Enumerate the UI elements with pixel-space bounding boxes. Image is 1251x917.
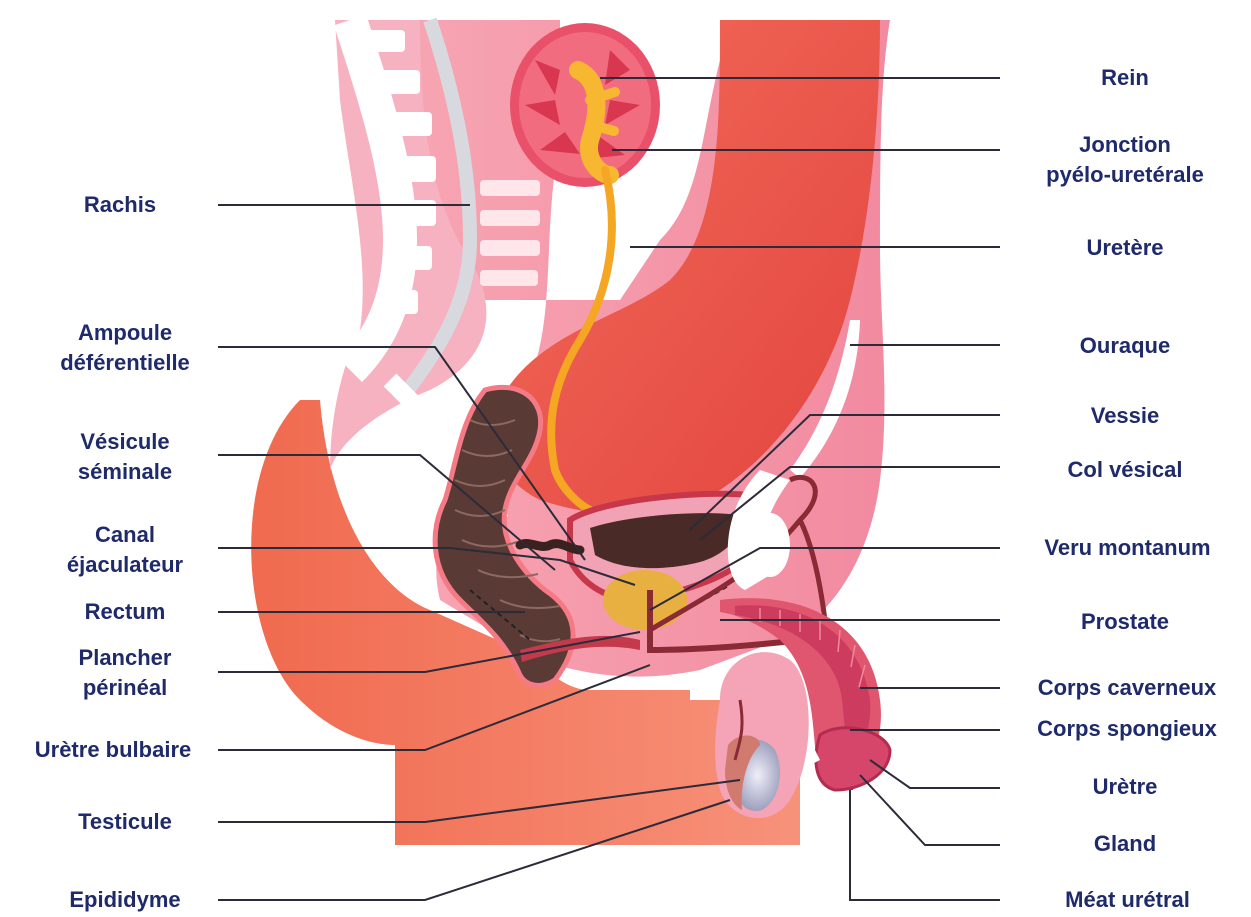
- label-uretere: Uretère: [1020, 233, 1230, 263]
- label-uretre-bulbaire-text: Urètre bulbaire: [35, 737, 192, 762]
- label-corps-caverneux: Corps caverneux: [1008, 673, 1246, 703]
- label-jonction-line1: Jonction: [1010, 130, 1240, 160]
- label-ampoule: Ampoule déférentielle: [35, 318, 215, 378]
- label-plancher-line1: Plancher: [35, 643, 215, 673]
- label-plancher-line2: périnéal: [35, 673, 215, 703]
- label-jonction-line2: pyélo-uretérale: [1010, 160, 1240, 190]
- label-uretre: Urètre: [1020, 772, 1230, 802]
- label-vesicule-line2: séminale: [35, 457, 215, 487]
- label-corps-spongieux: Corps spongieux: [1008, 714, 1246, 744]
- label-rectum: Rectum: [35, 597, 215, 627]
- label-meat-uretral: Méat urétral: [1015, 885, 1240, 915]
- label-rein: Rein: [1020, 63, 1230, 93]
- label-veru-montanum: Veru montanum: [1010, 533, 1245, 563]
- label-vessie: Vessie: [1020, 401, 1230, 431]
- label-rein-text: Rein: [1101, 65, 1149, 90]
- label-ouraque-text: Ouraque: [1080, 333, 1170, 358]
- label-vesicule: Vésicule séminale: [35, 427, 215, 487]
- label-rachis: Rachis: [55, 190, 185, 220]
- label-jonction: Jonction pyélo-uretérale: [1010, 130, 1240, 190]
- label-rachis-text: Rachis: [84, 192, 156, 217]
- label-rectum-text: Rectum: [85, 599, 166, 624]
- label-vesicule-line1: Vésicule: [35, 427, 215, 457]
- label-gland-text: Gland: [1094, 831, 1156, 856]
- kidney: [510, 23, 660, 187]
- label-col-vesical-text: Col vésical: [1068, 457, 1183, 482]
- label-canal-line1: Canal: [35, 520, 215, 550]
- label-plancher: Plancher périnéal: [35, 643, 215, 703]
- label-corps-spongieux-text: Corps spongieux: [1037, 716, 1217, 741]
- label-ampoule-line1: Ampoule: [35, 318, 215, 348]
- label-veru-montanum-text: Veru montanum: [1044, 535, 1210, 560]
- label-testicule: Testicule: [35, 807, 215, 837]
- label-epididyme: Epididyme: [35, 885, 215, 915]
- label-prostate: Prostate: [1020, 607, 1230, 637]
- label-uretre-bulbaire: Urètre bulbaire: [8, 735, 218, 765]
- label-meat-uretral-text: Méat urétral: [1065, 887, 1190, 912]
- label-uretre-text: Urètre: [1093, 774, 1158, 799]
- label-corps-caverneux-text: Corps caverneux: [1038, 675, 1217, 700]
- label-gland: Gland: [1020, 829, 1230, 859]
- label-canal: Canal éjaculateur: [35, 520, 215, 580]
- label-canal-line2: éjaculateur: [35, 550, 215, 580]
- label-ouraque: Ouraque: [1020, 331, 1230, 361]
- label-uretere-text: Uretère: [1086, 235, 1163, 260]
- label-prostate-text: Prostate: [1081, 609, 1169, 634]
- label-testicule-text: Testicule: [78, 809, 172, 834]
- label-epididyme-text: Epididyme: [69, 887, 180, 912]
- label-ampoule-line2: déférentielle: [35, 348, 215, 378]
- label-vessie-text: Vessie: [1091, 403, 1160, 428]
- label-col-vesical: Col vésical: [1020, 455, 1230, 485]
